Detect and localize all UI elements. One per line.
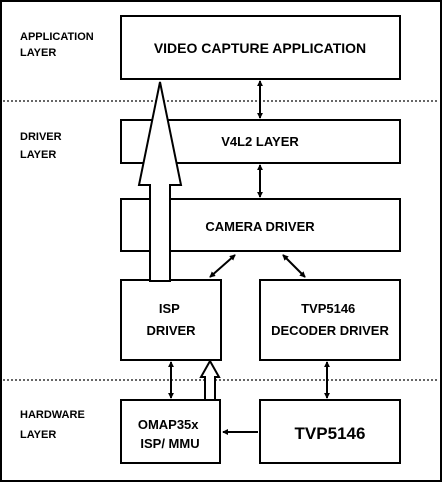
tvp5146-chip-label: TVP5146 (295, 424, 366, 443)
layer-label-hardware: HARDWARE LAYER (20, 409, 88, 441)
omap35x-isp-mmu-box (120, 399, 221, 464)
isp-driver-label: ISP DRIVER (146, 301, 196, 338)
tvp5146-chip-box (259, 399, 401, 464)
omap35x-isp-mmu-label: OMAP35x ISP/ MMU (138, 417, 202, 451)
v4l2-layer-label: V4L2 LAYER (221, 134, 299, 149)
layer-label-application: APPLICATION LAYER (20, 31, 97, 59)
camera-isp-bidirectional-arrow (209, 254, 236, 278)
video-capture-application-box (120, 15, 401, 80)
isp-driver-box (120, 279, 222, 361)
tvp5146-decoder-driver-box (259, 279, 401, 361)
camera-driver-label: CAMERA DRIVER (205, 219, 315, 234)
isp-to-application-data-flow-arrow (137, 81, 183, 282)
camera-decoder-bidirectional-arrow (282, 254, 306, 278)
omap-to-isp-data-flow-arrow (199, 358, 221, 401)
layer-label-driver: DRIVER LAYER (20, 131, 65, 161)
tvp5146-decoder-driver-label: TVP5146 DECODER DRIVER (271, 301, 389, 338)
video-capture-application-label: VIDEO CAPTURE APPLICATION (154, 40, 366, 56)
